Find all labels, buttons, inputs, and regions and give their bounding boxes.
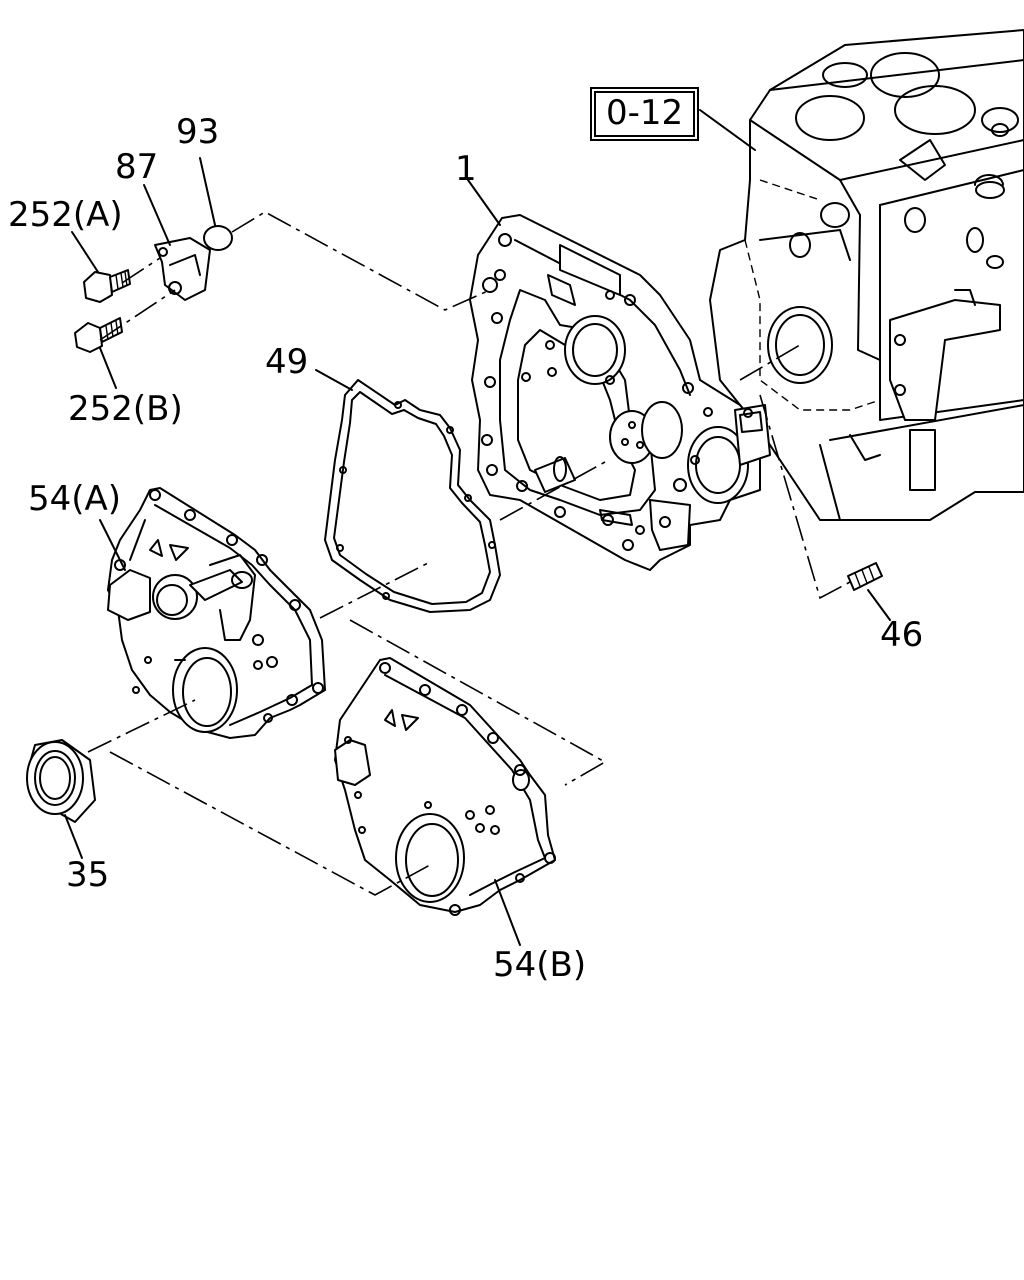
part-252b-bolt [74,317,123,353]
callout-1: 1 [455,149,477,189]
part-252a-bolt [83,269,131,303]
part-54b-front-cover [334,657,556,916]
callout-54a: 54(A) [28,479,122,519]
reference-box-0-12: 0-12 [590,87,700,141]
callout-87: 87 [115,147,159,187]
callout-46: 46 [880,615,924,655]
callout-35: 35 [66,855,110,895]
part-49-gasket [324,379,501,613]
part-35-oil-seal [26,739,96,823]
callout-54b: 54(B) [493,945,587,985]
part-46-stud [847,562,883,591]
leader-lines [64,109,891,946]
callout-49: 49 [265,342,309,382]
part-93-o-ring [203,225,233,251]
callout-252b: 252(B) [68,389,183,429]
engine-block [709,29,1024,521]
part-87-bracket [154,237,211,301]
callout-93: 93 [176,112,220,152]
assembly-lines [87,211,851,896]
reference-label: 0-12 [594,91,696,137]
part-1-gear-housing [469,214,771,571]
callout-252a: 252(A) [8,195,123,235]
part-54a-front-cover [107,487,326,739]
